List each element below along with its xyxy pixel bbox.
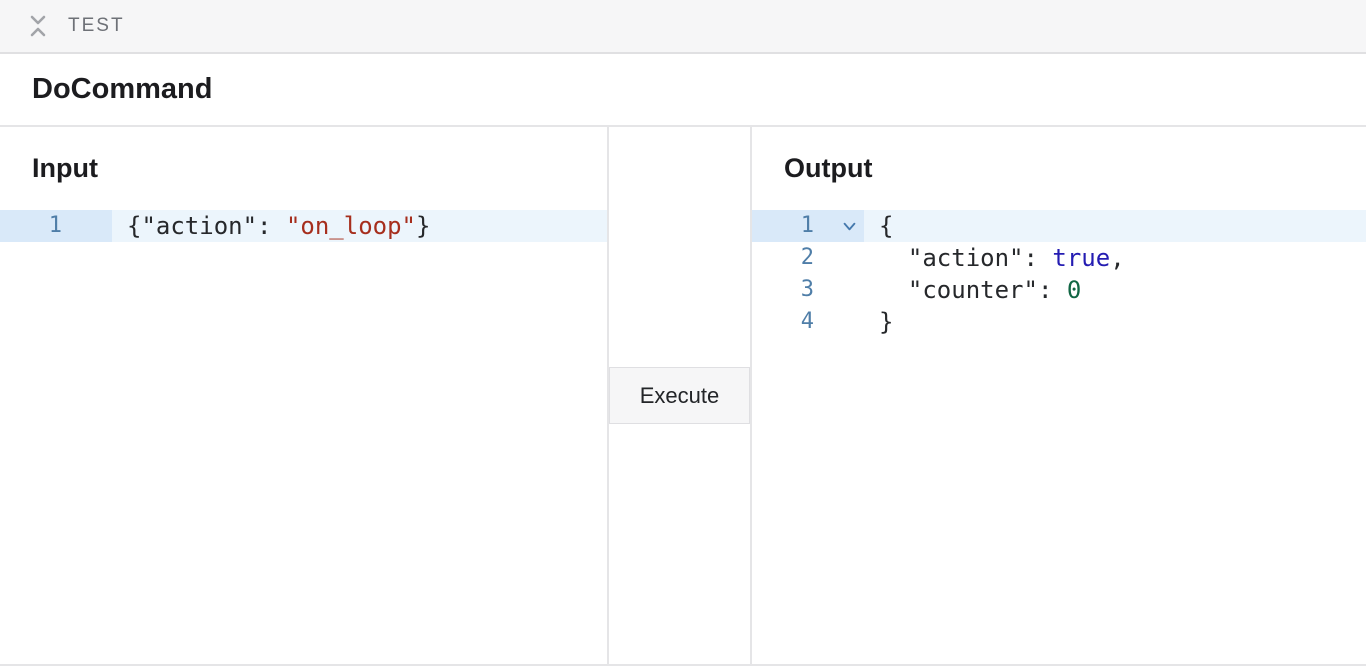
code-token-plain: , [1110,244,1125,272]
fold-spacer [814,306,864,338]
code-token-plain: "action": [879,244,1053,272]
line-number: 1 [800,213,814,238]
test-bar-title: TEST [68,15,125,36]
editor-line[interactable]: 4} [752,306,1366,338]
editor-gutter: 4 [752,306,864,338]
editor-line[interactable]: 1{ [752,210,1366,242]
code-token-plain: } [416,212,431,240]
line-number: 2 [800,245,814,270]
main-area: Input 1{"action": "on_loop"} Execute Out… [0,127,1366,666]
code-line[interactable]: { [864,210,1366,242]
line-number: 3 [800,277,814,302]
editor-line[interactable]: 1 {"action": "on_loop"} [0,210,607,242]
code-line[interactable]: } [864,306,1366,338]
code-token-plain: {"action": [127,212,286,240]
input-panel-title: Input [32,153,98,183]
fold-spacer [814,242,864,274]
line-number: 4 [800,309,814,334]
code-line[interactable]: {"action": "on_loop"} [112,210,607,242]
test-bar: TEST [0,0,1366,54]
code-token-plain: "counter": [879,276,1067,304]
execute-button[interactable]: Execute [609,367,750,424]
code-token-string: "on_loop" [285,212,416,240]
editor-gutter: 1 [0,210,112,242]
code-token-plain: { [879,212,894,240]
command-title: DoCommand [32,73,213,105]
editor-line[interactable]: 3 "counter": 0 [752,274,1366,306]
output-panel: Output 1{2 "action": true,3 "counter": 0… [752,127,1366,664]
input-editor[interactable]: 1 {"action": "on_loop"} [0,210,607,242]
output-panel-title: Output [784,153,873,183]
editor-gutter: 2 [752,242,864,274]
collapse-vertical-icon[interactable] [26,11,50,41]
code-token-plain: } [879,308,894,336]
input-panel: Input 1 {"action": "on_loop"} [0,127,609,664]
code-line[interactable]: "action": true, [864,242,1366,274]
fold-spacer [814,274,864,306]
code-token-number: 0 [1066,276,1082,304]
command-title-row: DoCommand [0,54,1366,127]
middle-column: Execute [609,127,752,664]
editor-gutter: 1 [752,210,864,242]
code-token-atom: true [1052,244,1111,272]
editor-gutter: 3 [752,274,864,306]
code-line[interactable]: "counter": 0 [864,274,1366,306]
editor-line[interactable]: 2 "action": true, [752,242,1366,274]
chevron-down-icon[interactable] [814,210,864,242]
fold-spacer [62,210,112,242]
line-number: 1 [48,213,62,238]
